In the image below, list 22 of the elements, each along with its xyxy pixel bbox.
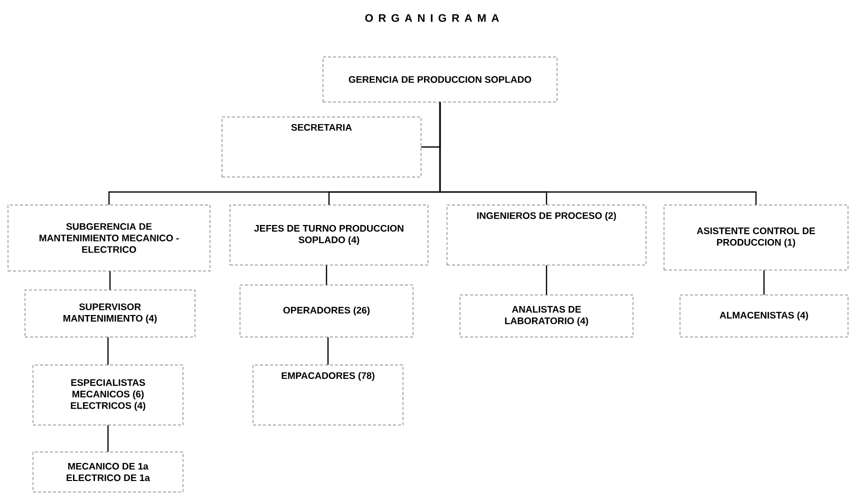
- connector-line: [107, 337, 109, 365]
- connector-line: [439, 102, 757, 205]
- connector-line: [763, 270, 765, 295]
- org-box: OPERADORES (26): [240, 284, 414, 338]
- org-box: SECRETARIA: [222, 116, 422, 178]
- org-box: ALMACENISTAS (4): [680, 294, 848, 338]
- title: O R G A N I G R A M A: [365, 14, 499, 22]
- connector-line: [107, 425, 109, 452]
- org-box: SUBGERENCIA DE MANTENIMIENTO MECANICO - ELECTRICO: [8, 204, 210, 272]
- connector-line: [109, 271, 111, 290]
- org-box: ASISTENTE CONTROL DE PRODUCCION (1): [664, 204, 848, 270]
- org-box: INGENIEROS DE PROCESO (2): [446, 204, 646, 266]
- connector-line: [546, 265, 548, 295]
- org-box: ANALISTAS DE LABORATORIO (4): [460, 294, 634, 338]
- org-box: SUPERVISOR MANTENIMIENTO (4): [24, 290, 196, 338]
- org-box: GERENCIA DE PRODUCCION SOPLADO: [322, 56, 558, 102]
- connector-line: [326, 265, 328, 285]
- org-box: ESPECIALISTAS MECANICOS (6) ELECTRICOS (4): [32, 364, 184, 426]
- org-box: MECANICO DE 1a ELECTRICO DE 1a: [32, 452, 184, 492]
- org-box: JEFES DE TURNO PRODUCCION SOPLADO (4): [230, 204, 428, 266]
- org-box: EMPACADORES (78): [252, 364, 404, 426]
- connector-line: [327, 337, 329, 365]
